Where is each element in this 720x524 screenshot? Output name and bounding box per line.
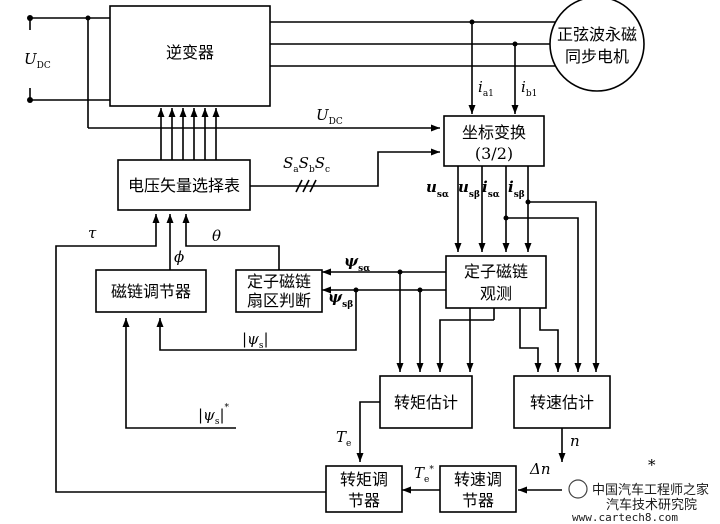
i-alpha-to-speed [506, 217, 582, 372]
sabc-to-coord-arrow [250, 148, 440, 187]
flux-regulator-block [95, 269, 207, 313]
voltage-vector-table-block [117, 159, 251, 211]
watermark-site-cn2: 汽车技术研究院 [606, 497, 697, 513]
theta-arrow [182, 214, 280, 270]
u-beta-label: usβ [458, 178, 480, 200]
n-label: n [570, 432, 580, 450]
inverter-block [109, 5, 271, 107]
psi-ref-label: |ψs|* [198, 403, 230, 427]
te-label: Te [336, 428, 351, 449]
speed-regulator-label-line1: 转速调 [454, 470, 502, 489]
coord-transform-label-line1: 坐标变换 [462, 123, 526, 142]
speed-estimator-label: 转速估计 [530, 393, 594, 412]
watermark: 中国汽车工程师之家 汽车技术研究院 www.cartech8.com [568, 479, 709, 524]
speed-regulator-label-line2: 节器 [462, 491, 494, 510]
sector-label-line1: 定子磁链 [247, 272, 311, 291]
psi-mag-label: |ψs| [242, 330, 269, 351]
ib-label: ib1 [521, 78, 537, 99]
sabc-label: SaSbSc [283, 154, 330, 175]
coord-transform-block [443, 115, 545, 167]
tau-feedback-arrow [55, 214, 326, 493]
flux-regulator-label: 磁链调节器 [111, 282, 191, 301]
flux-observer-block [445, 255, 547, 309]
motor-label-line2: 同步电机 [565, 47, 629, 66]
tau-label: τ [88, 224, 97, 242]
u-alpha-label: usα [426, 178, 449, 200]
te-arrow [356, 401, 380, 462]
theta-label: θ [212, 227, 221, 245]
n-ref-star: * [648, 456, 656, 474]
watermark-site-cn: 中国汽车工程师之家 [592, 482, 709, 498]
flux-observer-label-line1: 定子磁链 [464, 262, 528, 281]
torque-regulator-block [325, 465, 403, 513]
motor-label-line1: 正弦波永磁 [557, 25, 637, 44]
voltage-vector-table-label: 电压矢量选择表 [128, 176, 240, 195]
delta-n-label: Δn [529, 460, 551, 478]
obs-to-speed-2 [539, 308, 562, 372]
psi-alpha-label: ψsα [344, 252, 370, 274]
watermark-logo-icon [568, 479, 588, 499]
i-beta-to-speed [528, 201, 600, 372]
te-ref-label: Te* [414, 464, 434, 485]
udc-label-left: UDC [24, 50, 51, 71]
i-beta-label: isβ [508, 178, 525, 200]
watermark-url: www.cartech8.com [572, 511, 678, 524]
phi-label: ϕ [174, 248, 184, 266]
torque-regulator-label-line1: 转矩调 [340, 470, 388, 489]
psi-mag-feedback [156, 290, 357, 351]
obs-to-torque-2 [436, 319, 494, 372]
obs-to-speed-1 [519, 308, 542, 372]
flux-observer-label-line2: 观测 [480, 284, 512, 303]
torque-regulator-label-line2: 节器 [348, 491, 380, 510]
psi-beta-label: ψsβ [328, 288, 353, 310]
psi-ref-arrow [122, 318, 236, 429]
torque-estimator-label: 转矩估计 [394, 393, 458, 412]
i-alpha-label: isα [482, 178, 500, 200]
speed-regulator-block [439, 465, 517, 513]
ia-label: ia1 [478, 78, 494, 99]
motor-circle [549, 0, 645, 92]
coord-transform-label-line2: (3/2) [475, 144, 513, 163]
inverter-label: 逆变器 [166, 43, 214, 62]
udc-label-mid: UDC [316, 106, 343, 127]
speed-estimator-block [513, 375, 611, 429]
torque-estimator-block [379, 375, 473, 429]
sector-label-line2: 扇区判断 [247, 291, 311, 310]
